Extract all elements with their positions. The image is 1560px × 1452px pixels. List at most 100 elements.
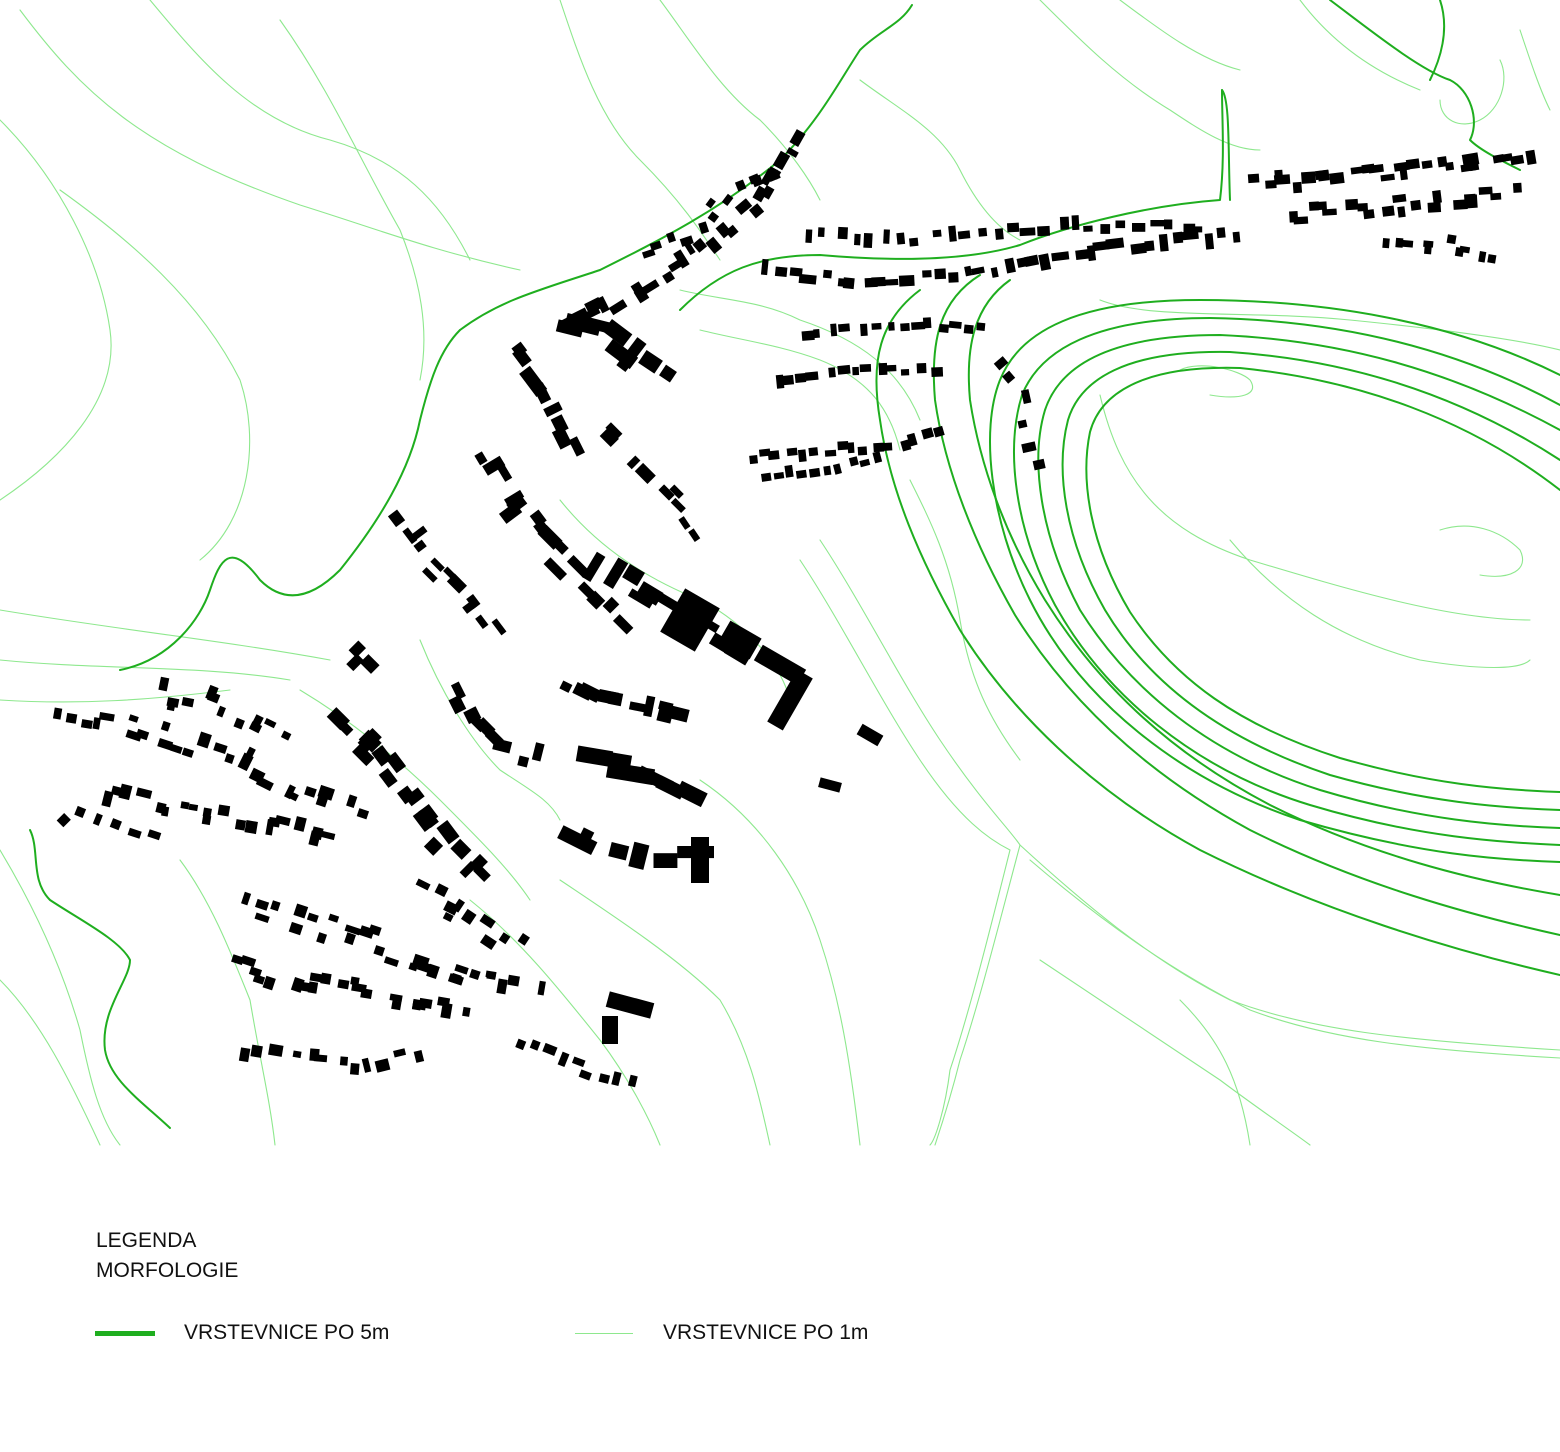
building-footprint	[101, 790, 114, 808]
building-footprint	[1397, 206, 1406, 218]
building-footprint	[361, 1057, 372, 1073]
building-footprint	[317, 784, 335, 801]
building-footprint	[1392, 193, 1407, 203]
building-footprint	[1006, 222, 1020, 233]
building-footprint	[270, 900, 281, 912]
building-footprint	[263, 717, 277, 729]
building-footprint	[921, 427, 935, 440]
building-footprint	[109, 818, 122, 831]
building-footprint	[602, 319, 633, 347]
building-footprint	[1478, 251, 1487, 263]
building-footprint	[725, 224, 739, 239]
building-footprint	[213, 742, 228, 755]
building-footprint	[436, 820, 460, 845]
building-footprint	[1512, 182, 1522, 193]
building-footprint	[837, 226, 848, 240]
building-footprint	[611, 1071, 622, 1086]
building-footprint	[92, 717, 101, 730]
contour-1m	[179, 859, 276, 1146]
building-footprint	[964, 265, 973, 277]
building-footprint	[817, 227, 825, 238]
morphology-map	[0, 0, 1560, 1146]
building-footprint	[240, 955, 257, 968]
building-footprint	[854, 233, 861, 246]
building-footprint	[938, 323, 950, 333]
building-footprint	[385, 751, 407, 774]
building-footprint	[507, 974, 520, 987]
building-footprint	[447, 973, 464, 986]
building-footprint	[542, 1042, 558, 1056]
contour-1m	[1519, 29, 1551, 111]
building-footprint	[653, 853, 678, 868]
building-footprint	[837, 364, 851, 375]
building-footprint	[822, 269, 833, 279]
contour-5m	[875, 289, 1560, 976]
building-footprint	[1525, 149, 1537, 165]
building-footprint	[254, 912, 270, 924]
building-footprint	[262, 975, 276, 991]
building-footprint	[304, 786, 317, 798]
building-footprint	[627, 588, 654, 609]
building-footprint	[1037, 225, 1051, 237]
building-footprint	[496, 978, 508, 995]
building-footprint	[1273, 174, 1291, 185]
building-footprint	[1019, 227, 1036, 237]
building-footprint	[344, 932, 356, 946]
legend-swatch-1m	[575, 1333, 633, 1334]
building-footprint	[578, 1069, 592, 1081]
building-footprint	[649, 240, 663, 251]
contour-1m	[1439, 525, 1523, 577]
building-footprint	[293, 903, 309, 919]
building-footprint	[549, 536, 569, 555]
building-footprint	[307, 981, 319, 994]
building-footprint	[1265, 180, 1277, 189]
contour-1m	[0, 609, 331, 661]
building-footprint	[412, 809, 434, 833]
building-footprint	[752, 185, 768, 203]
building-footprint	[670, 497, 686, 513]
building-footprint	[828, 367, 836, 378]
contour-1m	[469, 899, 661, 1146]
contour-5m	[1037, 334, 1560, 829]
contour-1m	[859, 79, 1021, 241]
building-footprint	[673, 249, 690, 269]
building-footprint	[161, 806, 170, 817]
contour-5m	[1329, 0, 1521, 171]
building-footprint	[387, 509, 406, 528]
building-footprint	[906, 432, 918, 447]
building-footprint	[202, 807, 212, 818]
building-footprint	[581, 551, 606, 582]
building-footprint	[823, 465, 832, 476]
contour-5m	[967, 279, 1560, 896]
building-footprint	[1381, 205, 1395, 217]
building-footprint	[450, 838, 472, 860]
building-footprint	[900, 369, 910, 376]
building-footprint	[774, 266, 788, 278]
building-footprint	[571, 1056, 586, 1068]
building-footprint	[857, 446, 868, 456]
contour-1m	[559, 0, 721, 261]
building-footprint	[753, 644, 807, 686]
contour-1m	[0, 849, 121, 1146]
contour-1m	[1299, 0, 1421, 91]
building-footprint	[237, 752, 254, 772]
building-footprint	[734, 198, 753, 216]
building-footprint	[503, 489, 525, 507]
building-footprint	[1164, 219, 1173, 230]
building-footprint	[698, 221, 710, 235]
building-footprint	[306, 912, 319, 923]
building-footprint	[658, 484, 675, 501]
building-footprint	[1092, 240, 1110, 252]
building-footprint	[1437, 156, 1448, 168]
building-footprint	[423, 836, 444, 856]
building-footprint	[832, 463, 842, 475]
building-footprint	[824, 449, 837, 457]
building-footprint	[1368, 164, 1384, 174]
building-footprint	[1432, 190, 1442, 204]
building-footprint	[871, 322, 882, 330]
building-footprint	[201, 814, 212, 826]
building-footprint	[442, 912, 454, 923]
building-footprint	[1399, 169, 1408, 181]
building-footprint	[883, 229, 890, 244]
building-footprint	[1490, 192, 1502, 201]
